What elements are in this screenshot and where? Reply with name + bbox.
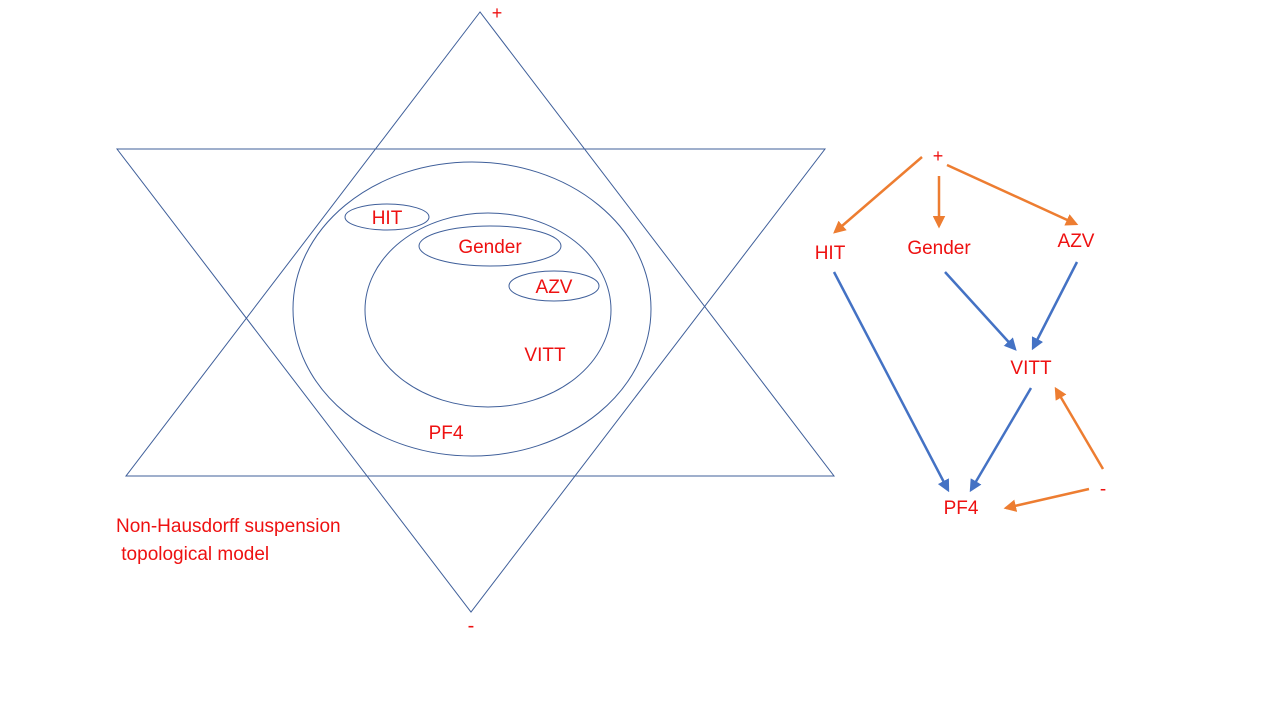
- edge-plus-azv: [946, 163, 1079, 226]
- caption-line-2: topological model: [116, 544, 270, 565]
- top-pole-label: +: [492, 3, 503, 23]
- edge-gender-vitt: [944, 271, 1017, 351]
- down-triangle: [115, 148, 827, 613]
- edge-vitt-pf4: [969, 387, 1033, 493]
- graph-node-hit: HIT: [815, 243, 846, 264]
- graph-node-gender: Gender: [907, 238, 971, 259]
- graph-node-minus: -: [1100, 479, 1106, 500]
- azv-ellipse: [508, 270, 600, 302]
- pf4-ellipse: [292, 161, 652, 457]
- edge-minus-vitt: [1054, 386, 1105, 470]
- vitt-ellipse: [364, 212, 612, 408]
- edge-azv-vitt: [1031, 261, 1079, 351]
- hit-label-left: HIT: [372, 208, 403, 229]
- vitt-label-left: VITT: [524, 345, 566, 366]
- caption-line-1: Non-Hausdorff suspension: [116, 516, 341, 537]
- graph-node-vitt: VITT: [1010, 358, 1052, 379]
- hit-ellipse: [344, 203, 430, 231]
- edge-hit-pf4: [832, 271, 950, 493]
- edge-plus-hit: [833, 156, 923, 234]
- gender-label-left: Gender: [458, 237, 522, 258]
- azv-label-left: AZV: [536, 277, 573, 298]
- model-caption: Non-Hausdorff suspension topological mod…: [116, 513, 341, 569]
- bottom-pole-label: -: [468, 615, 475, 637]
- graph-edges: [832, 156, 1105, 512]
- up-triangle: [124, 11, 836, 477]
- pf4-label-left: PF4: [429, 423, 464, 444]
- graph-node-plus: +: [933, 146, 944, 166]
- edge-minus-pf4: [1003, 487, 1090, 512]
- gender-ellipse: [418, 225, 562, 267]
- graph-node-pf4: PF4: [944, 498, 979, 519]
- graph-node-azv: AZV: [1058, 231, 1095, 252]
